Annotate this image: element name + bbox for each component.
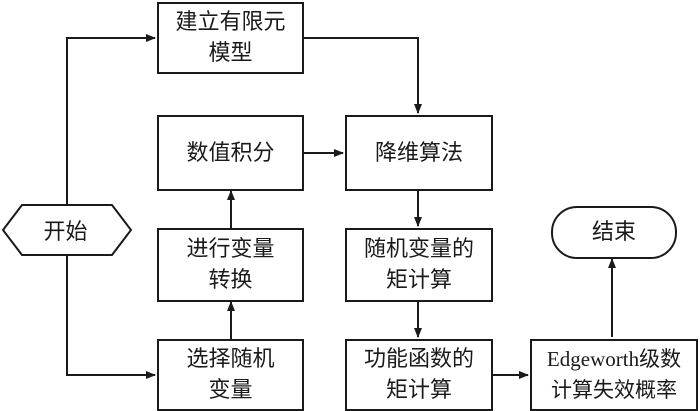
select-random-variables-line-1: 选择随机 bbox=[186, 347, 275, 372]
random-variable-moments-node: 随机变量的 矩计算 bbox=[345, 228, 493, 302]
select-random-variables-line-2: 变量 bbox=[208, 378, 253, 403]
select-random-variables-node: 选择随机 变量 bbox=[157, 339, 304, 411]
variable-transform-node: 进行变量 转换 bbox=[157, 228, 304, 302]
arrow-start-to-select-variables bbox=[66, 255, 156, 379]
function-moments-node: 功能函数的 矩计算 bbox=[345, 339, 493, 411]
edgeworth-line-2: 计算失效概率 bbox=[551, 378, 677, 402]
start-node-label: 开始 bbox=[43, 220, 88, 245]
build-fem-model-line-1: 建立有限元 bbox=[175, 10, 286, 35]
variable-transform-line-2: 转换 bbox=[208, 268, 253, 293]
variable-transform-line-1: 进行变量 bbox=[186, 237, 275, 262]
numeric-integration-label: 数值积分 bbox=[186, 140, 275, 166]
random-variable-moments-line-2: 矩计算 bbox=[385, 268, 452, 293]
random-variable-moments-line-1: 随机变量的 bbox=[363, 237, 474, 262]
arrow-build-model-to-dimension-reduction bbox=[304, 37, 422, 114]
function-moments-line-1: 功能函数的 bbox=[363, 347, 474, 372]
dimension-reduction-label: 降维算法 bbox=[374, 140, 463, 166]
build-fem-model-line-2: 模型 bbox=[208, 41, 253, 66]
arrow-start-to-build-model bbox=[66, 34, 156, 205]
edgeworth-line-1: Edgeworth级数 bbox=[546, 347, 682, 371]
build-fem-model-node: 建立有限元 模型 bbox=[157, 2, 304, 74]
dimension-reduction-node: 降维算法 bbox=[345, 115, 493, 191]
start-hexagon bbox=[1, 204, 133, 256]
end-node: 结束 bbox=[551, 206, 677, 259]
end-node-label: 结束 bbox=[591, 220, 636, 245]
function-moments-line-2: 矩计算 bbox=[385, 378, 452, 403]
numeric-integration-node: 数值积分 bbox=[157, 115, 304, 191]
edgeworth-failure-probability-node: Edgeworth级数 计算失效概率 bbox=[530, 339, 698, 411]
